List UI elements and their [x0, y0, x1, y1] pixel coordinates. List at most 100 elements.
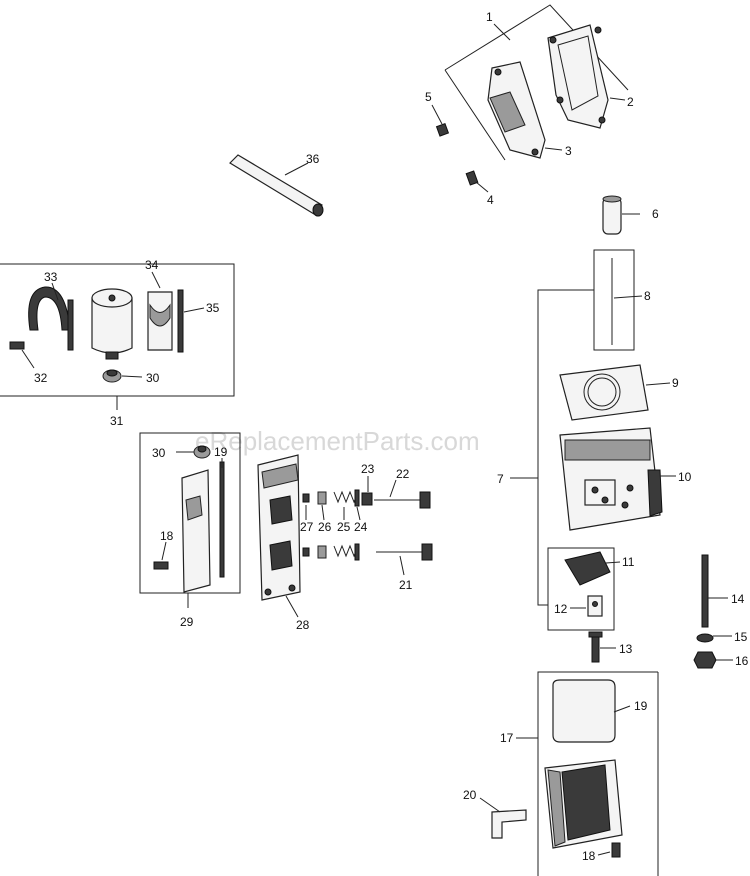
- label-9: 9: [672, 376, 679, 390]
- watermark: eReplacementParts.com: [195, 426, 480, 456]
- gasket-19b: [219, 461, 225, 578]
- leader-35: [183, 307, 205, 313]
- label-30: 30: [146, 371, 160, 385]
- label-1: 1: [486, 10, 493, 24]
- leader-36: [284, 162, 309, 176]
- leader-26: [321, 504, 325, 521]
- label-25: 25: [337, 520, 351, 534]
- label-34: 34: [145, 258, 159, 272]
- leader-1: [493, 23, 511, 41]
- sensor-12: [587, 595, 603, 617]
- leader-30: [121, 375, 143, 378]
- leader-20: [479, 797, 501, 813]
- label-33: 33: [44, 270, 58, 284]
- bolt-13: [588, 631, 603, 663]
- leader-4: [475, 181, 489, 193]
- screw-18: [153, 561, 169, 570]
- screw-4: [465, 170, 479, 186]
- keepers-26-27: [302, 491, 327, 559]
- label-24: 24: [354, 520, 368, 534]
- label-30b: 30: [152, 446, 166, 460]
- clamp-33: [28, 286, 74, 351]
- label-17: 17: [500, 731, 514, 745]
- label-7: 7: [497, 472, 504, 486]
- leader-1-bracket-b: [444, 69, 506, 161]
- screw-32: [9, 341, 25, 350]
- screw-18b: [611, 842, 621, 858]
- nut-16: [693, 651, 717, 669]
- bracket-7: [537, 289, 594, 606]
- label-18b: 18: [582, 849, 596, 863]
- leader-5: [431, 104, 443, 125]
- head-gasket: [559, 364, 649, 421]
- label-20: 20: [463, 788, 477, 802]
- cover-plate-29: [181, 469, 211, 593]
- valve-21: [376, 543, 433, 561]
- label-21: 21: [399, 578, 413, 592]
- cylinder-head: [559, 427, 663, 531]
- label-2: 2: [627, 95, 634, 109]
- label-36: 36: [306, 152, 320, 166]
- valve-cover-17: [544, 759, 623, 849]
- label-29: 29: [180, 615, 194, 629]
- leader-8: [613, 295, 643, 299]
- leader-32: [21, 349, 35, 369]
- cap-23: [361, 492, 373, 506]
- label-15: 15: [734, 630, 748, 644]
- baffle-11: [564, 551, 611, 586]
- label-19b: 19: [214, 445, 228, 459]
- label-26: 26: [318, 520, 332, 534]
- leader-34: [151, 271, 161, 289]
- leader-18: [161, 541, 167, 561]
- leader-22: [389, 479, 397, 498]
- box-8: [593, 249, 635, 351]
- box-11-12: [547, 547, 615, 631]
- label-32: 32: [34, 371, 48, 385]
- label-28: 28: [296, 618, 310, 632]
- label-22: 22: [396, 467, 410, 481]
- filter-canister: [91, 288, 133, 360]
- leader-24: [356, 506, 361, 521]
- rod-tube-6: [602, 195, 622, 235]
- label-8: 8: [644, 289, 651, 303]
- leader-1-bracket: [444, 4, 629, 91]
- label-11: 11: [622, 555, 635, 569]
- box-29: [139, 432, 241, 594]
- valve-cover: [487, 61, 546, 159]
- element-34: [147, 291, 173, 351]
- label-35: 35: [206, 301, 220, 315]
- seal-24b: [354, 543, 360, 561]
- leader-2: [609, 97, 626, 101]
- label-4: 4: [487, 193, 494, 207]
- leader-21: [399, 555, 405, 576]
- label-23: 23: [361, 462, 375, 476]
- stud-14: [701, 554, 709, 628]
- leader-3: [544, 147, 563, 151]
- gasket-19: [552, 679, 616, 743]
- box-17-left: [537, 671, 658, 876]
- label-16: 16: [735, 654, 749, 668]
- leader-28: [285, 595, 299, 618]
- label-6: 6: [652, 207, 659, 221]
- screw-5: [435, 122, 450, 137]
- label-18: 18: [160, 529, 174, 543]
- washer-15: [696, 633, 714, 643]
- label-3: 3: [565, 144, 572, 158]
- leader-11: [605, 561, 621, 564]
- label-5: 5: [425, 90, 432, 104]
- leader-18b: [597, 851, 611, 856]
- label-31: 31: [110, 414, 124, 428]
- fitting-30: [102, 369, 122, 383]
- seal-24a: [354, 489, 360, 507]
- label-19: 19: [634, 699, 648, 713]
- cylinder-head-28: [257, 454, 301, 601]
- label-27: 27: [300, 520, 314, 534]
- bracket-20: [491, 809, 527, 839]
- label-14: 14: [731, 592, 745, 606]
- seal-35: [177, 289, 184, 353]
- valve-22: [374, 491, 431, 509]
- leader-19: [613, 705, 631, 713]
- leader-33: [51, 282, 59, 301]
